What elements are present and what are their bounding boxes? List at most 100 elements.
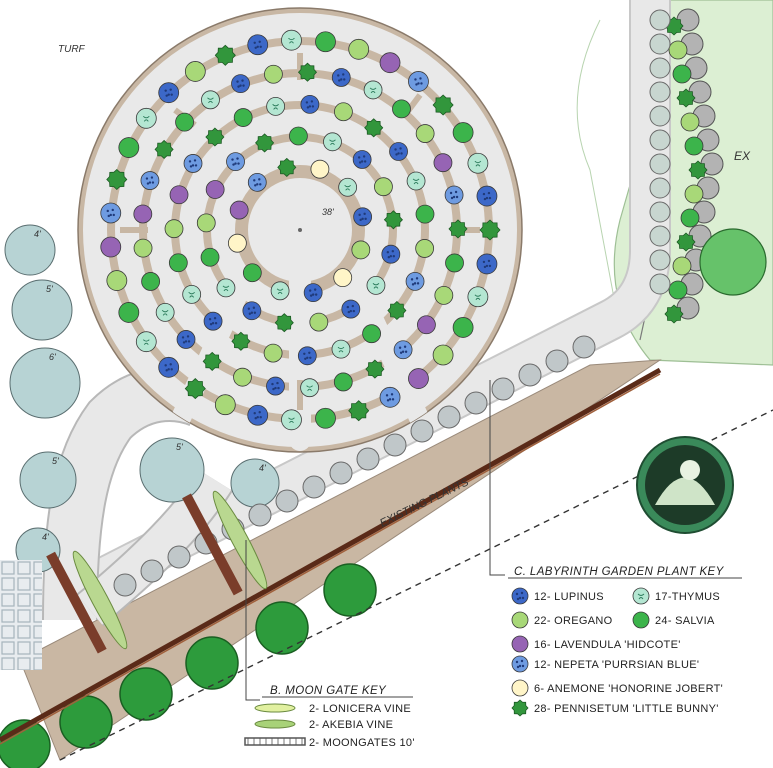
shrub-icon [119,667,173,721]
garden-medallion-icon [636,436,734,534]
pennisetum-icon [676,88,696,108]
tree-size-label: 5' [46,284,53,294]
pennisetum-icon [106,168,128,191]
moongate-key-label: 2- AKEBIA VINE [309,719,393,731]
existing-plant-icon [649,225,671,247]
anemone-icon [333,268,353,288]
pennisetum-icon [364,118,384,138]
thymus-icon [281,409,302,431]
nepeta-icon [140,171,160,190]
lattice-screen [0,560,42,670]
lupinus-icon [389,142,408,161]
salvia-icon [672,64,692,84]
labyrinth-key-item: 17-THYMUS [632,587,720,605]
labyrinth-key-item: 24- SALVIA [632,611,715,629]
lavendula-icon [205,180,225,199]
pennisetum-icon [383,210,403,230]
tree-size-label: 4' [42,532,49,542]
nepeta-icon [511,655,529,673]
oregano-icon [214,394,236,416]
pennisetum-icon [277,157,297,177]
tree-size-label: 4' [259,463,266,473]
lupinus-icon [231,74,250,94]
labyrinth-key-label: 17-THYMUS [655,591,720,603]
thymus-icon [281,29,302,51]
nepeta-icon [408,71,429,92]
labyrinth-key-title: C. LABYRINTH GARDEN PLANT KEY [514,566,725,578]
lupinus-icon [381,244,401,264]
nepeta-icon [444,185,464,205]
nepeta-icon [379,386,401,408]
existing-plant-icon [275,489,299,513]
thymus-icon [201,90,220,110]
moongate-key-leader [245,540,260,701]
thymus-icon [182,284,202,304]
existing-plant-icon [572,335,596,359]
oregano-icon [511,611,529,629]
moongate-key-title: B. MOON GATE KEY [270,685,387,697]
lonicera-icon [254,703,296,713]
lupinus-icon [176,330,196,349]
salvia-icon [118,302,140,323]
existing-plant-icon [545,349,569,373]
existing-plant-icon [113,573,137,597]
salvia-icon [445,253,464,273]
thymus-icon [406,171,426,191]
pennisetum-icon [214,44,236,66]
salvia-icon [233,108,253,127]
salvia-icon [684,136,704,156]
pennisetum-icon [479,219,501,241]
pennisetum-icon [205,127,225,147]
pennisetum-icon [365,359,385,379]
thymus-icon [135,107,157,129]
lupinus-icon [158,82,180,104]
tree-size-label: 5' [52,456,59,466]
moongate-key-item: 2- AKEBIA VINE [254,719,393,731]
lavendula-icon [169,185,189,205]
salvia-icon [452,317,474,338]
thymus-icon [266,96,286,116]
salvia-icon [141,272,161,291]
existing-plant-icon [649,33,671,55]
turf-label: TURF [58,44,86,55]
shrub-icon [323,563,377,617]
moongate-key-item: 2- LONICERA VINE [254,703,411,715]
labyrinth-key-item: 16- LAVENDULA 'HIDCOTE' [511,635,681,653]
lavendula-icon [511,635,529,653]
anemone-icon [511,679,529,697]
oregano-icon [309,312,329,332]
lupinus-icon [331,68,351,87]
oregano-icon [133,238,153,258]
labyrinth-key-item: 6- ANEMONE 'HONORINE JOBERT' [511,679,723,697]
lupinus-icon [297,346,317,366]
salvia-icon [333,372,353,392]
thymus-icon [331,339,351,359]
labyrinth-key-label: 16- LAVENDULA 'HIDCOTE' [534,639,681,651]
thymus-icon [300,378,320,398]
salvia-icon [415,204,435,224]
moon-gate-west [46,550,128,654]
lupinus-icon [158,356,180,378]
oregano-icon [434,285,454,305]
pennisetum-icon [688,160,708,180]
thymus-icon [366,275,386,295]
thymus-icon [632,587,650,605]
existing-plant-icon [410,419,434,443]
pennisetum-icon [511,699,529,717]
lupinus-icon [353,207,373,227]
labyrinth-key-label: 22- OREGANO [534,615,613,627]
pennisetum-icon [432,94,454,116]
salvia-icon [452,122,474,143]
existing-plant-icon [464,391,488,415]
labyrinth-key-item: 12- NEPETA 'PURRSIAN BLUE' [511,655,699,673]
pennisetum-icon [274,313,294,333]
labyrinth-plantings [100,29,501,431]
pennisetum-icon [255,133,275,153]
salvia-icon [315,31,336,53]
labyrinth-key-label: 28- PENNISETUM 'LITTLE BUNNY' [534,703,719,715]
lupinus-icon [266,376,285,396]
lavendula-icon [379,52,401,74]
ex-label: EX [734,149,751,163]
existing-plant-icon [140,559,164,583]
